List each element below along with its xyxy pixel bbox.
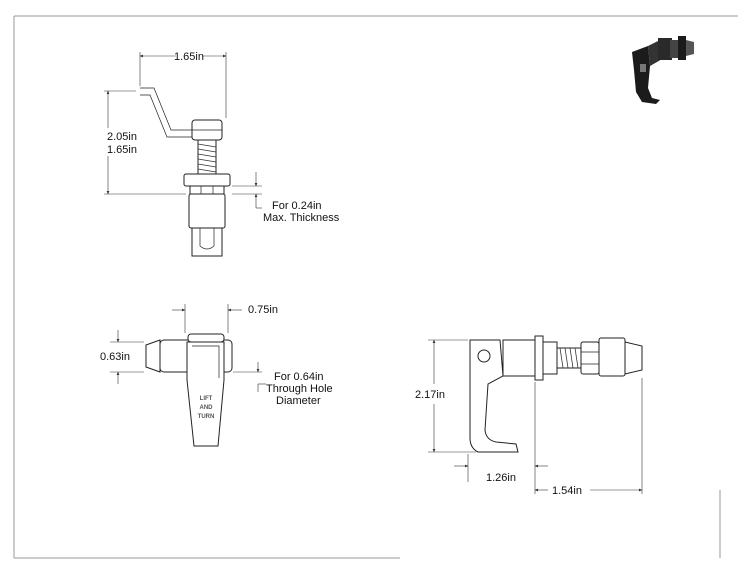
- side-reach-dim-1: 1.26in: [486, 472, 516, 484]
- thickness-note-1: For 0.24in: [272, 200, 322, 212]
- top-height-dim-2: 1.65in: [107, 144, 137, 156]
- flange-nut: [183, 173, 231, 187]
- side-body: [502, 339, 536, 377]
- engrave-line-1: LIFT: [200, 396, 213, 402]
- side-cam: [598, 337, 626, 377]
- hole-note-1: For 0.64in: [274, 371, 324, 383]
- side-nut: [580, 341, 600, 375]
- side-cam-tip: [624, 341, 643, 375]
- isometric-thumbnail: [632, 36, 694, 104]
- thickness-note-2: Max. Thickness: [263, 212, 340, 224]
- cam-tip: [191, 227, 223, 257]
- front-height-dim: 0.63in: [100, 351, 130, 363]
- side-reach-dim-2: 1.54in: [552, 485, 582, 497]
- stud-threads: [197, 143, 217, 173]
- hole-note-3: Diameter: [276, 395, 321, 407]
- handle-lever: [186, 341, 225, 447]
- hole-note-2: Through Hole: [266, 383, 333, 395]
- bent-handle: [140, 87, 192, 131]
- side-flange: [534, 335, 544, 381]
- sheet-border: [13, 15, 738, 559]
- side-stud-threads: [559, 347, 579, 369]
- top-height-dim-1: 2.05in: [107, 131, 137, 143]
- latch-body: [188, 193, 226, 229]
- front-width-dim: 0.75in: [248, 304, 278, 316]
- side-height-dim: 2.17in: [415, 389, 445, 401]
- top-width-dim: 1.65in: [174, 51, 204, 63]
- front-view: LIFT AND TURN 0.75in 0.63in For 0.64in T…: [100, 304, 333, 447]
- side-view: 2.17in 1.26in 1.54in: [415, 335, 643, 497]
- top-view: 1.65in 2.05in 1.65in For 0.24in Max. Thi…: [104, 51, 340, 257]
- cam-left: [145, 339, 161, 373]
- side-handle: [469, 339, 519, 453]
- engrave-line-3: TURN: [198, 414, 215, 420]
- engrave-line-2: AND: [200, 405, 214, 411]
- pivot-hole: [477, 349, 491, 363]
